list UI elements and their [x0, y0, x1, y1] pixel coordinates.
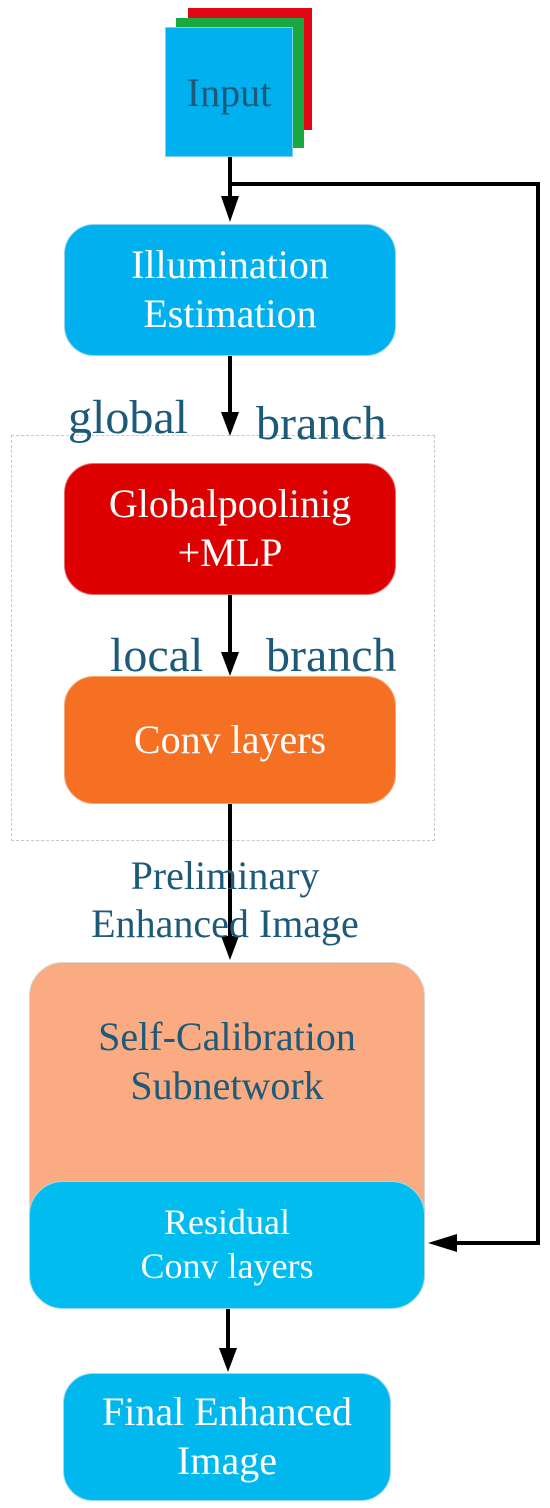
- global-branch-word1: global: [68, 391, 188, 444]
- global-pooling-line2: +MLP: [177, 530, 283, 575]
- input-label: Input: [186, 69, 272, 115]
- global-pooling-box: Globalpoolinig +MLP: [64, 463, 396, 595]
- local-branch-word2: branch: [266, 629, 397, 682]
- arrowhead-final: [219, 1348, 237, 1372]
- arrowhead-illumination: [221, 196, 239, 222]
- skip-connection-line: [230, 182, 540, 1245]
- self-calibration-line1: Self-Calibration: [98, 1014, 356, 1059]
- conv-layers-box: Conv layers: [64, 676, 396, 804]
- preliminary-line2: Enhanced Image: [91, 901, 359, 946]
- illumination-line2: Estimation: [143, 291, 317, 336]
- illumination-line1: Illumination: [131, 242, 329, 288]
- self-calibration-line2: Subnetwork: [130, 1062, 324, 1108]
- final-line2: Image: [177, 1438, 277, 1483]
- global-branch-word2: branch: [256, 397, 387, 450]
- residual-line1: Residual: [164, 1202, 290, 1243]
- residual-line2: Conv layers: [140, 1246, 314, 1286]
- final-line1: Final Enhanced: [102, 1389, 352, 1435]
- global-pooling-line1: Globalpoolinig: [108, 481, 352, 527]
- arrowhead-selfcal: [221, 936, 239, 960]
- input-blue-channel: [165, 27, 293, 157]
- illumination-estimation-box: Illumination Estimation: [64, 224, 396, 356]
- conv-layers-label: Conv layers: [133, 716, 327, 762]
- final-enhanced-box: Final Enhanced Image: [63, 1373, 391, 1501]
- arrowhead-global: [221, 412, 239, 436]
- arrowhead-conv: [221, 652, 239, 676]
- preliminary-line1: Preliminary: [130, 853, 320, 898]
- residual-conv-box: Residual Conv layers: [29, 1181, 425, 1309]
- arrowhead-residual-skip: [428, 1234, 457, 1252]
- branch-group-frame: [11, 435, 435, 841]
- local-branch-word1: local: [110, 629, 204, 682]
- preliminary-enhanced-label: Preliminary Enhanced Image: [40, 852, 410, 948]
